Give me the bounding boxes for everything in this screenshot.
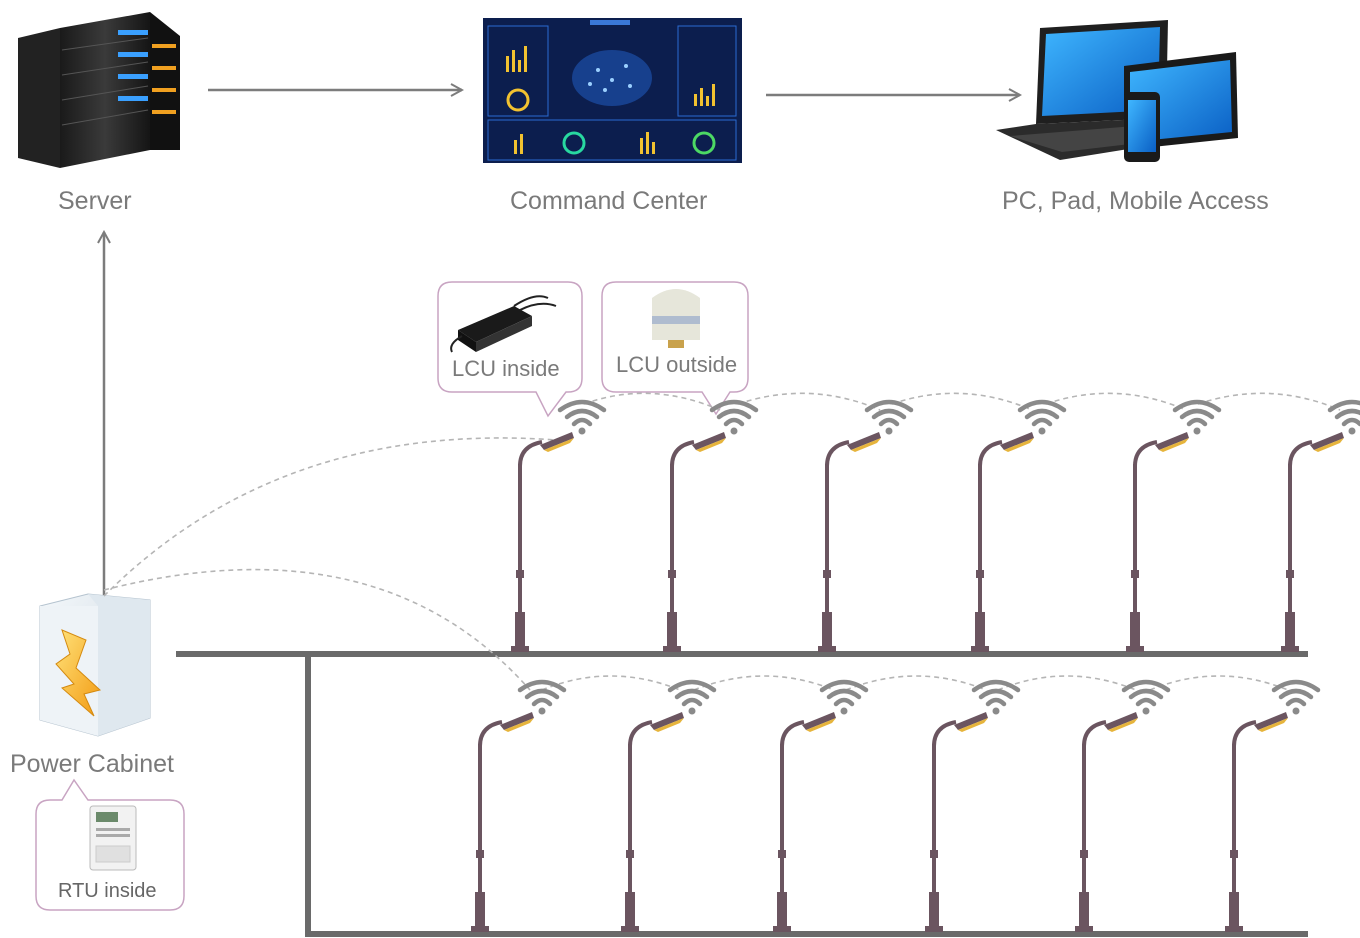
street-light-icon: [818, 399, 914, 652]
lower-street-light-row: [471, 679, 1321, 932]
street-light-icon: [1075, 679, 1171, 932]
lcu-inside-label: LCU inside: [452, 356, 560, 381]
server-label: Server: [58, 187, 132, 215]
street-light-icon: [621, 679, 717, 932]
wifi-signal-icon: [709, 399, 759, 435]
wifi-signal-icon: [1121, 679, 1171, 715]
server-icon: [18, 12, 180, 168]
wifi-signal-icon: [1017, 399, 1067, 435]
street-light-icon: [773, 679, 869, 932]
wifi-signal-icon: [864, 399, 914, 435]
rtu-inside-label: RTU inside: [58, 880, 157, 902]
road-lines: [176, 651, 1308, 937]
lcu-outside-label: LCU outside: [616, 352, 738, 377]
wifi-signal-icon: [517, 679, 567, 715]
street-light-icon: [471, 679, 567, 932]
street-light-icon: [1225, 679, 1321, 932]
street-light-icon: [971, 399, 1067, 652]
flow-arrows: [104, 90, 1020, 600]
power-cabinet-label: Power Cabinet: [10, 750, 174, 778]
street-light-icon: [1126, 399, 1222, 652]
rtu-meter-icon: [89, 805, 137, 871]
pc-pad-mobile-icon: [996, 20, 1238, 162]
access-label: PC, Pad, Mobile Access: [1002, 187, 1269, 215]
command-center-label: Command Center: [510, 187, 708, 215]
lightning-bolt-icon: [55, 629, 102, 717]
upper-street-light-row: [511, 399, 1360, 652]
lcu-outside-callout: [601, 281, 749, 416]
lcu-inside-callout: [437, 281, 583, 418]
wifi-signal-icon: [1327, 399, 1360, 435]
wifi-signal-icon: [1271, 679, 1321, 715]
rtu-inside-callout: [35, 778, 185, 911]
street-light-icon: [663, 399, 759, 652]
wifi-signal-icon: [1172, 399, 1222, 435]
street-light-icon: [511, 399, 607, 652]
lcu-antenna-icon: [652, 289, 700, 348]
power-cabinet-icon: [39, 593, 151, 737]
command-center-screen-icon: [483, 18, 742, 163]
wifi-signal-icon: [667, 679, 717, 715]
wireless-links: [103, 392, 1341, 691]
wifi-signal-icon: [971, 679, 1021, 715]
wifi-signal-icon: [557, 399, 607, 435]
wifi-signal-icon: [819, 679, 869, 715]
street-light-icon: [925, 679, 1021, 932]
street-light-icon: [1281, 399, 1360, 652]
lcu-module-icon: [450, 295, 557, 353]
